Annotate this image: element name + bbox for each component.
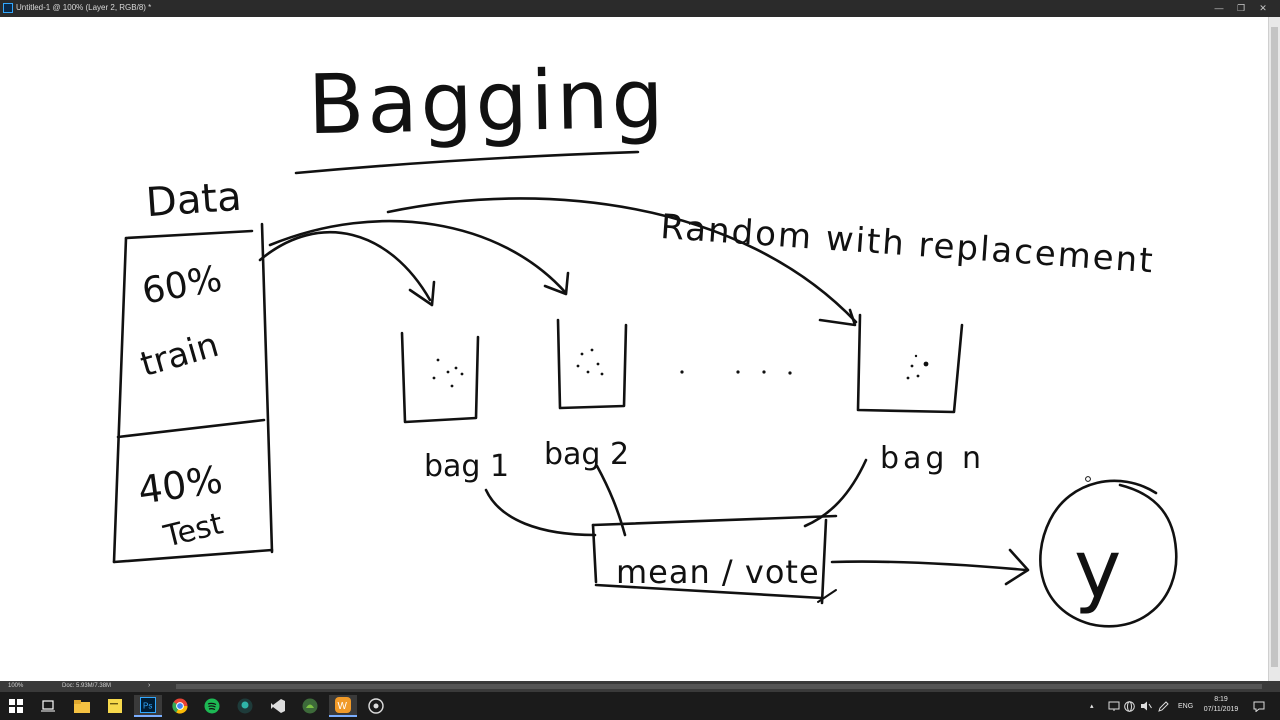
aggregator-box-top <box>591 514 838 527</box>
bag2-label: bag 2 <box>544 437 630 472</box>
scrollbar-thumb[interactable] <box>1271 27 1278 667</box>
aggregate-label: mean / vote <box>616 553 820 591</box>
visual-studio-icon[interactable] <box>264 695 292 717</box>
arrow-to-bagn <box>386 197 858 324</box>
photoshop-app-icon <box>3 3 13 13</box>
train-test-divider <box>116 418 266 439</box>
task-view-icon[interactable] <box>34 695 62 717</box>
arrow-head-bag1 <box>408 280 436 307</box>
aggregator-box-tick <box>817 589 837 603</box>
bag2-container <box>556 318 628 410</box>
arrow-to-bag1 <box>258 230 432 302</box>
show-hidden-icons[interactable]: ▴ <box>1090 703 1094 710</box>
aggregator-box-left <box>591 523 598 584</box>
data-column-right <box>260 222 274 554</box>
doc-size: Doc: 5.93M/7.38M <box>62 683 112 689</box>
clock[interactable]: 8:19 07/11/2019 <box>1198 695 1244 715</box>
close-button[interactable]: ✕ <box>1259 3 1267 13</box>
bag2-to-aggregator <box>595 464 627 537</box>
sketch-strokes <box>112 150 1178 628</box>
zoom-level[interactable]: 100% <box>8 683 24 689</box>
pen-icon[interactable] <box>1158 692 1169 720</box>
android-studio-icon[interactable] <box>296 695 324 717</box>
taskbar: Ps W ▴ <box>0 692 1280 720</box>
clock-date: 07/11/2019 <box>1203 706 1239 713</box>
svg-text:Ps: Ps <box>143 702 152 711</box>
arrow-to-bag2 <box>268 219 567 294</box>
status-menu-arrow[interactable]: › <box>148 682 151 689</box>
bagn-to-aggregator <box>803 458 868 528</box>
photoshop-icon[interactable]: Ps <box>134 695 162 717</box>
file-explorer-icon[interactable] <box>68 695 96 717</box>
bag-samples <box>432 348 929 388</box>
arrow-head-bagn <box>818 308 857 327</box>
obs-icon[interactable] <box>362 695 390 717</box>
maximize-button[interactable]: ❐ <box>1236 3 1246 13</box>
sticky-notes-icon[interactable] <box>101 695 129 717</box>
output-circle <box>1039 479 1178 628</box>
vertical-scrollbar[interactable] <box>1268 17 1280 681</box>
gitkraken-icon[interactable] <box>231 695 259 717</box>
cursor-ring <box>1085 476 1091 482</box>
heading-text: Bagging <box>307 51 668 154</box>
start-icon[interactable] <box>2 695 30 717</box>
aggregator-box-right <box>820 518 828 605</box>
arrow-head-bag2 <box>543 271 570 296</box>
title-bar: Untitled-1 @ 100% (Layer 2, RGB/8) * — ❐… <box>0 0 1280 17</box>
bag1-to-aggregator <box>484 488 597 537</box>
bagn-label: bag n <box>880 441 986 476</box>
document-canvas[interactable]: Bagging Data 60% train 40% Test Random w… <box>0 17 1268 681</box>
output-label: y <box>1074 523 1122 616</box>
wamp-icon[interactable]: W <box>329 695 357 717</box>
bagn-container <box>856 313 964 414</box>
data-column-left <box>112 236 128 564</box>
bag1-label: bag 1 <box>424 449 510 484</box>
data-column-top <box>124 229 254 240</box>
heading-underline <box>294 150 640 175</box>
chrome-icon[interactable] <box>166 695 194 717</box>
network-icon[interactable] <box>1108 692 1120 720</box>
spotify-icon[interactable] <box>198 695 226 717</box>
aggregator-box-bottom <box>594 583 824 600</box>
minimize-button[interactable]: — <box>1214 3 1224 13</box>
globe-icon[interactable] <box>1124 692 1135 720</box>
data-column-bottom <box>112 548 274 564</box>
data-label: Data <box>144 173 244 227</box>
arrow-head-output <box>1004 548 1030 586</box>
language-indicator[interactable]: ENG <box>1178 702 1194 710</box>
window-title: Untitled-1 @ 100% (Layer 2, RGB/8) * <box>16 3 152 12</box>
arrow-to-output <box>830 560 1028 572</box>
svg-text:W: W <box>338 701 348 712</box>
horizontal-scrollbar[interactable] <box>176 684 1262 689</box>
status-bar: 100% Doc: 5.93M/7.38M › <box>0 681 1280 692</box>
action-center-icon[interactable] <box>1253 692 1265 720</box>
volume-icon[interactable] <box>1140 692 1152 720</box>
clock-time: 8:19 <box>1214 696 1228 703</box>
bag1-container <box>400 331 480 424</box>
